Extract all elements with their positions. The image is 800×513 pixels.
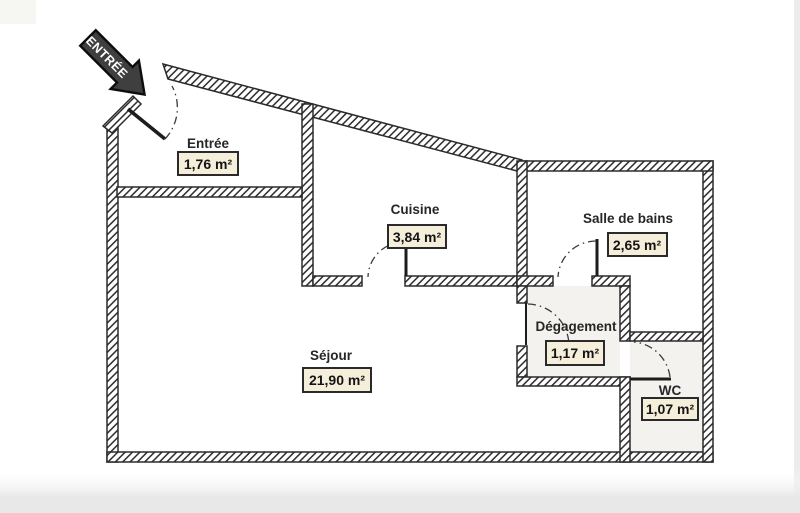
room-area-box-sejour (302, 367, 372, 393)
doors (126, 85, 671, 381)
room-area-degagement: 1,17 m² (551, 345, 600, 361)
room-area-sejour: 21,90 m² (309, 372, 365, 388)
main-door-swing-arc (164, 85, 179, 140)
wall-entry-diagonal (101, 94, 143, 134)
wall-cuisine-bath-divider (516, 160, 528, 287)
wall-right (702, 160, 714, 463)
wall-entree-cuisine-divider (301, 103, 314, 287)
entry-arrow: ENTRÉE (78, 28, 147, 97)
main-door-leaf (126, 107, 167, 141)
wall-degagement-left-lower (516, 345, 528, 378)
entry-arrow-shape (78, 28, 147, 97)
room-area-box-entree (177, 151, 239, 176)
room-area-cuisine: 3,84 m² (393, 229, 442, 245)
wall-degagement-left-upper (516, 285, 528, 304)
wall-wc-top (629, 331, 704, 342)
scan-corner-smudge (0, 0, 36, 24)
room-area-box-wc (641, 397, 699, 421)
room-tints (527, 286, 703, 452)
room-area-box-degagement (545, 340, 605, 366)
room-name-salle-de-bains: Salle de bains (583, 211, 673, 226)
wall-degagement-right (619, 285, 631, 342)
room-name-sejour: Séjour (310, 348, 353, 363)
wall-degagement-top-left (516, 275, 554, 287)
wall-bath-top (516, 160, 714, 172)
room-name-degagement: Dégagement (535, 319, 617, 334)
page-bottom-fade (0, 468, 800, 497)
room-name-entree: Entrée (187, 136, 230, 151)
room-area-salle-de-bains: 2,65 m² (613, 237, 662, 253)
bath-door-swing-arc (557, 240, 597, 278)
room-area-wc: 1,07 m² (646, 401, 695, 417)
degagement-door-swing-arc (527, 303, 570, 347)
page-right-edge (794, 0, 800, 513)
room-name-wc: WC (659, 383, 682, 398)
wall-entree-bottom (116, 186, 303, 198)
wall-cuisine-bottom-left (312, 275, 363, 287)
room-area-box-cuisine (387, 224, 447, 249)
wall-wc-left (619, 376, 631, 463)
wall-left (106, 122, 119, 463)
room-name-cuisine: Cuisine (391, 202, 440, 217)
wc-door-swing-arc (633, 341, 671, 378)
wall-cuisine-bottom-right (404, 275, 518, 287)
room-labels: Entrée 1,76 m² Cuisine 3,84 m² Salle de … (177, 136, 699, 421)
room-area-box-salle-de-bains (607, 232, 668, 257)
wall-degagement-bottom (516, 376, 631, 387)
page-bottom-edge (0, 496, 800, 513)
wc-floor (630, 341, 703, 452)
room-area-entree: 1,76 m² (184, 156, 233, 172)
wall-degagement-top-right (591, 275, 631, 287)
walls (101, 62, 714, 463)
